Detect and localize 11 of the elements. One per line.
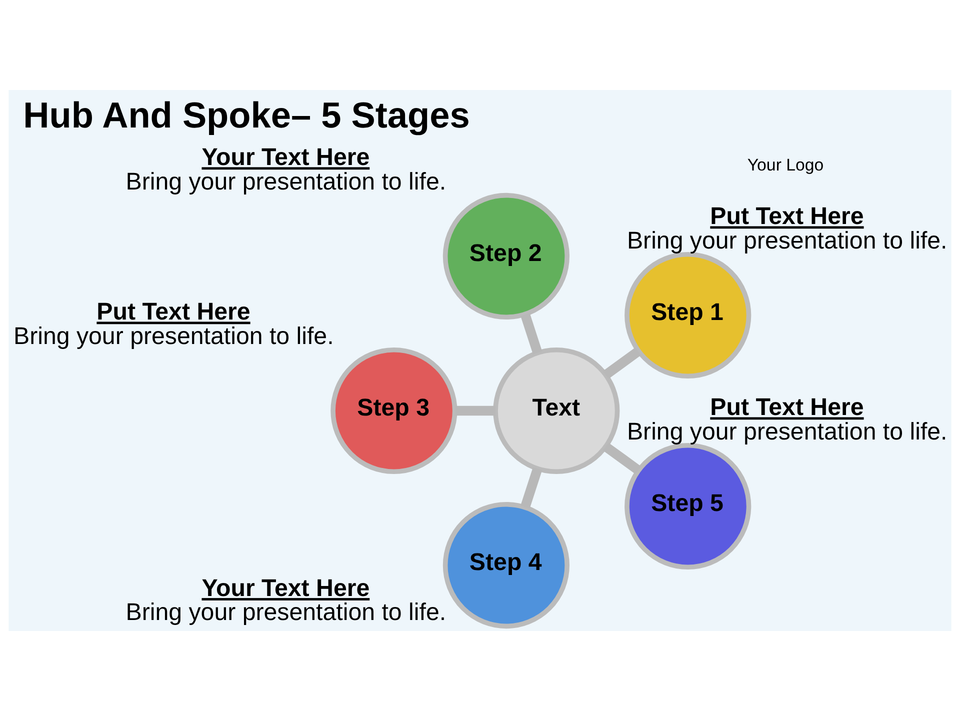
connector — [455, 405, 496, 416]
label: Your Logo — [747, 154, 824, 174]
connector — [602, 346, 642, 378]
connector — [602, 442, 642, 474]
node-circle: Step 3 — [330, 346, 458, 474]
node-circle: Step 2 — [442, 192, 570, 320]
diagram-title: Hub And Spoke– 5 Stages — [23, 94, 470, 135]
node-circle: Step 4 — [442, 501, 570, 628]
connector — [520, 312, 542, 354]
connector — [520, 466, 542, 508]
node-circle: Text — [493, 346, 620, 474]
